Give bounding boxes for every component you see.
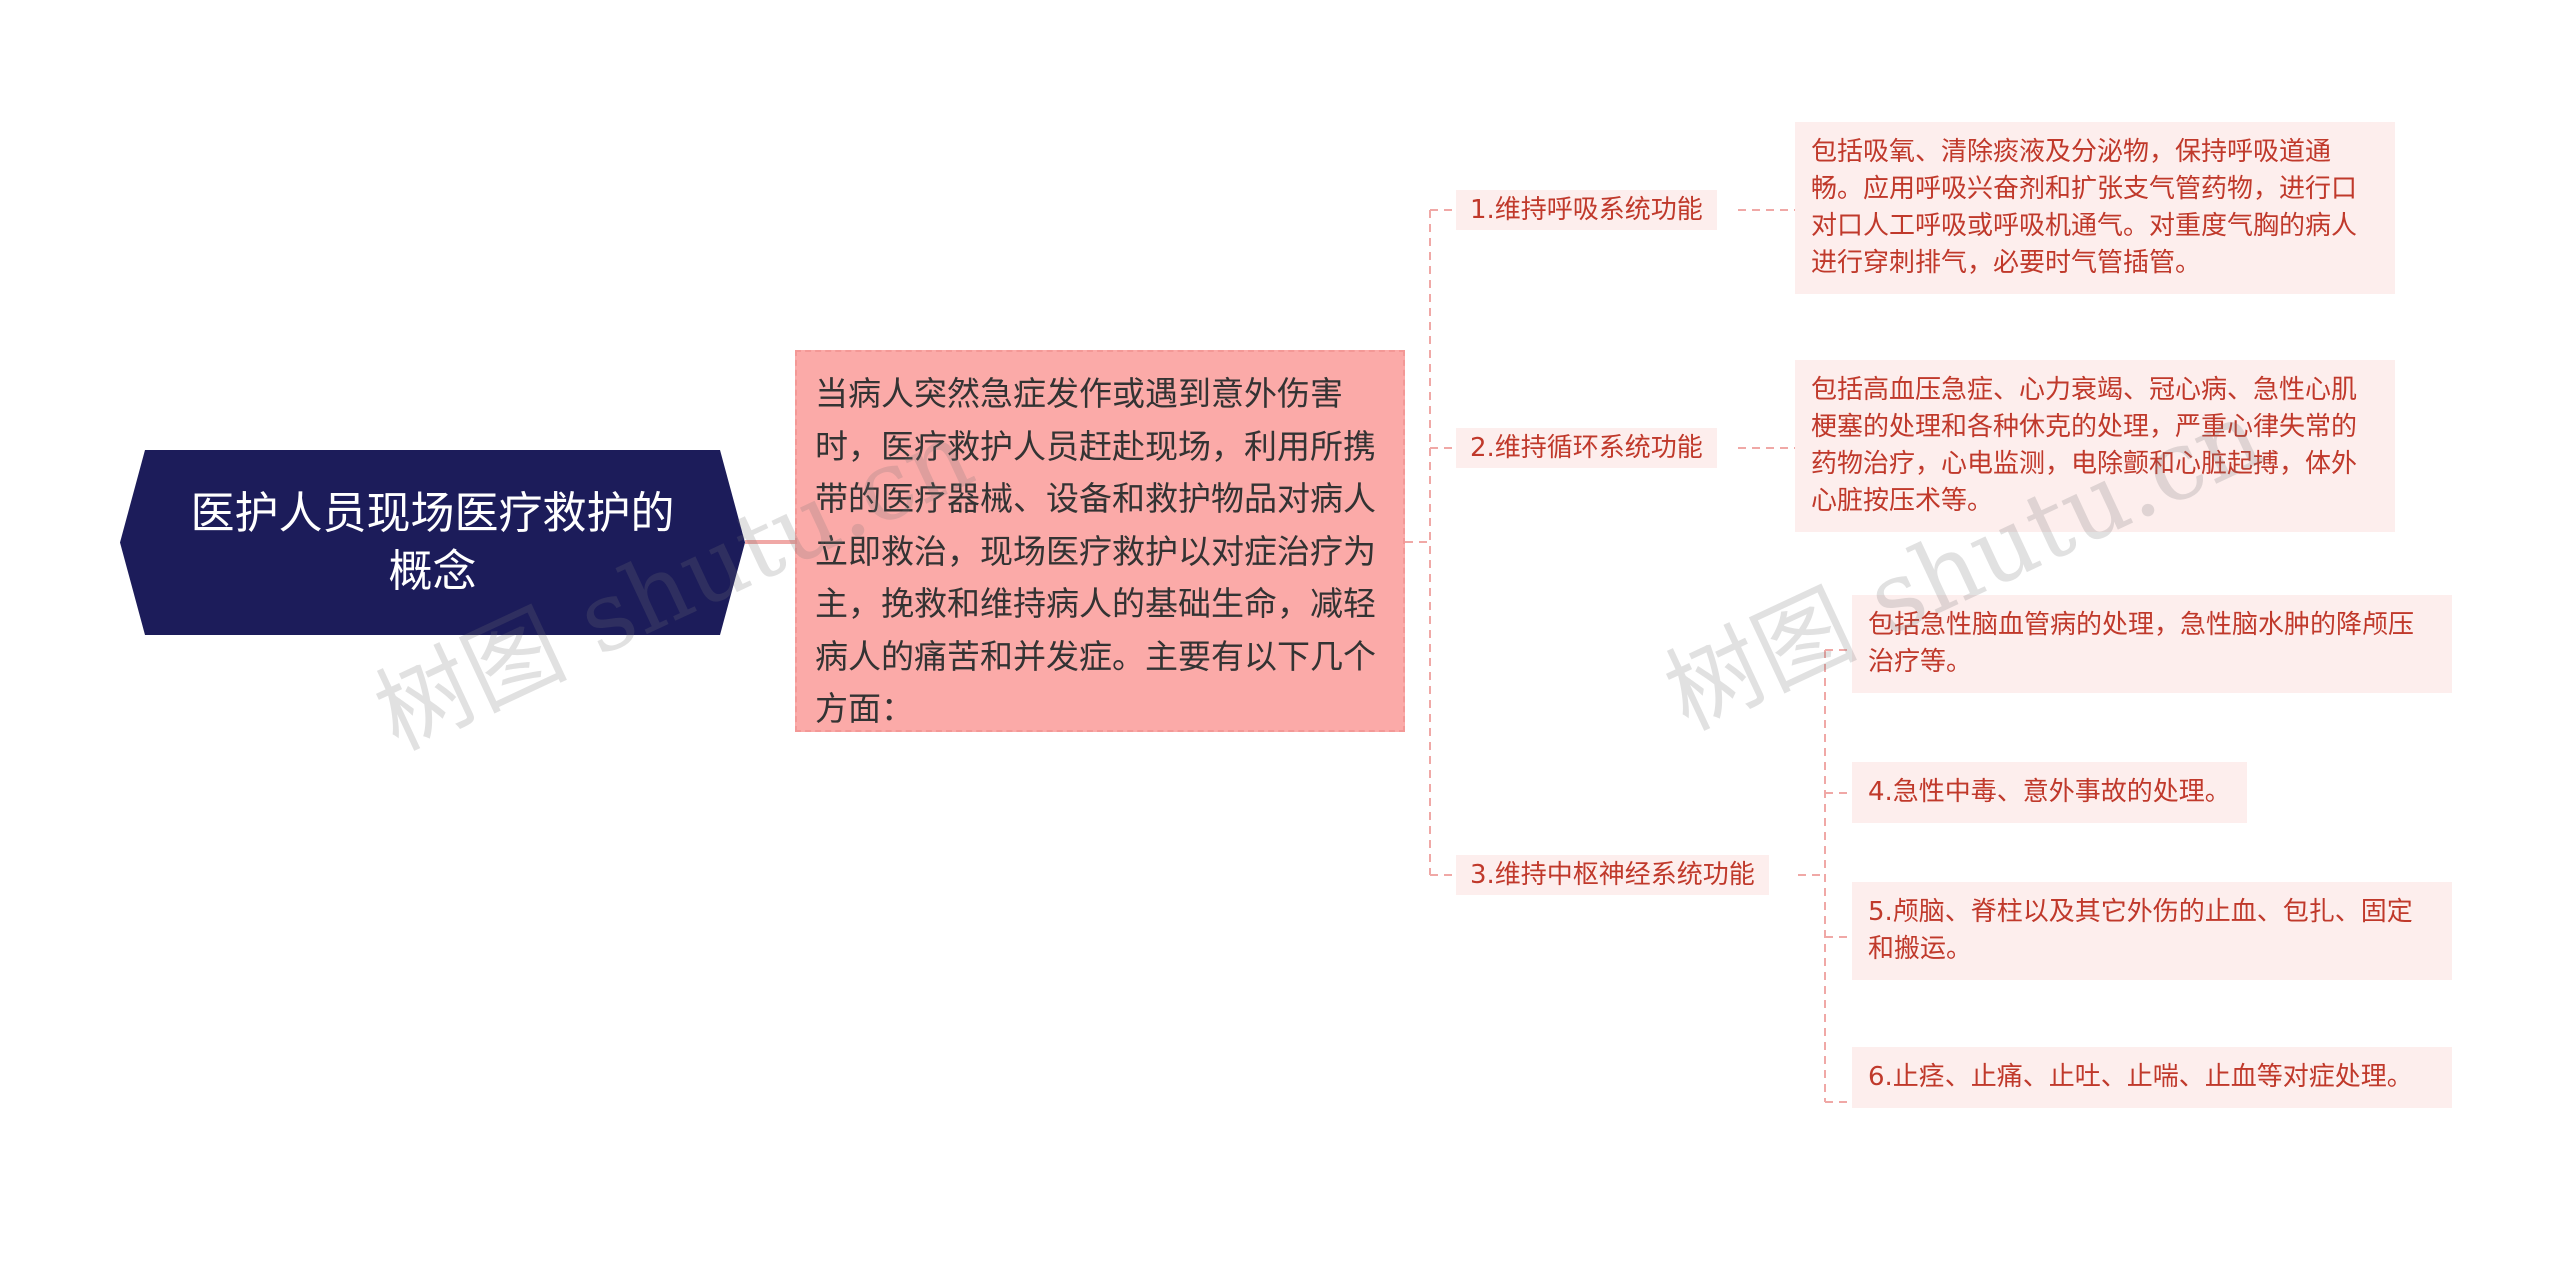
leaf-text: 包括高血压急症、心力衰竭、冠心病、急性心肌梗塞的处理和各种休克的处理，严重心律失… xyxy=(1811,375,2358,516)
leaf-text: 5.颅脑、脊柱以及其它外伤的止血、包扎、固定和搬运。 xyxy=(1868,897,2413,964)
main-description-node[interactable]: 当病人突然急症发作或遇到意外伤害时，医疗救护人员赶赴现场，利用所携带的医疗器械、… xyxy=(795,350,1405,732)
branch-label: 2.维持循环系统功能 xyxy=(1470,433,1703,463)
root-node[interactable]: 医护人员现场医疗救护的概念 xyxy=(120,450,745,635)
leaf-text: 包括吸氧、清除痰液及分泌物，保持呼吸道通畅。应用呼吸兴奋剂和扩张支气管药物，进行… xyxy=(1811,137,2358,278)
branch-circulatory[interactable]: 2.维持循环系统功能 xyxy=(1456,428,1717,468)
branch-central-nervous[interactable]: 3.维持中枢神经系统功能 xyxy=(1456,855,1769,895)
leaf-trauma-care[interactable]: 5.颅脑、脊柱以及其它外伤的止血、包扎、固定和搬运。 xyxy=(1852,882,2452,980)
leaf-respiratory-detail[interactable]: 包括吸氧、清除痰液及分泌物，保持呼吸道通畅。应用呼吸兴奋剂和扩张支气管药物，进行… xyxy=(1795,122,2395,294)
leaf-poisoning-accident[interactable]: 4.急性中毒、意外事故的处理。 xyxy=(1852,762,2247,823)
leaf-circulatory-detail[interactable]: 包括高血压急症、心力衰竭、冠心病、急性心肌梗塞的处理和各种休克的处理，严重心律失… xyxy=(1795,360,2395,532)
main-description-text: 当病人突然急症发作或遇到意外伤害时，医疗救护人员赶赴现场，利用所携带的医疗器械、… xyxy=(815,374,1376,728)
branch-respiratory[interactable]: 1.维持呼吸系统功能 xyxy=(1456,190,1717,230)
leaf-text: 4.急性中毒、意外事故的处理。 xyxy=(1868,777,2231,807)
root-label: 医护人员现场医疗救护的概念 xyxy=(190,487,675,597)
leaf-text: 包括急性脑血管病的处理，急性脑水肿的降颅压治疗等。 xyxy=(1868,610,2415,677)
leaf-text: 6.止痉、止痛、止吐、止喘、止血等对症处理。 xyxy=(1868,1062,2413,1092)
leaf-symptomatic-treatment[interactable]: 6.止痉、止痛、止吐、止喘、止血等对症处理。 xyxy=(1852,1047,2452,1108)
branch-label: 1.维持呼吸系统功能 xyxy=(1470,195,1703,225)
leaf-nervous-detail[interactable]: 包括急性脑血管病的处理，急性脑水肿的降颅压治疗等。 xyxy=(1852,595,2452,693)
branch-label: 3.维持中枢神经系统功能 xyxy=(1470,860,1755,890)
